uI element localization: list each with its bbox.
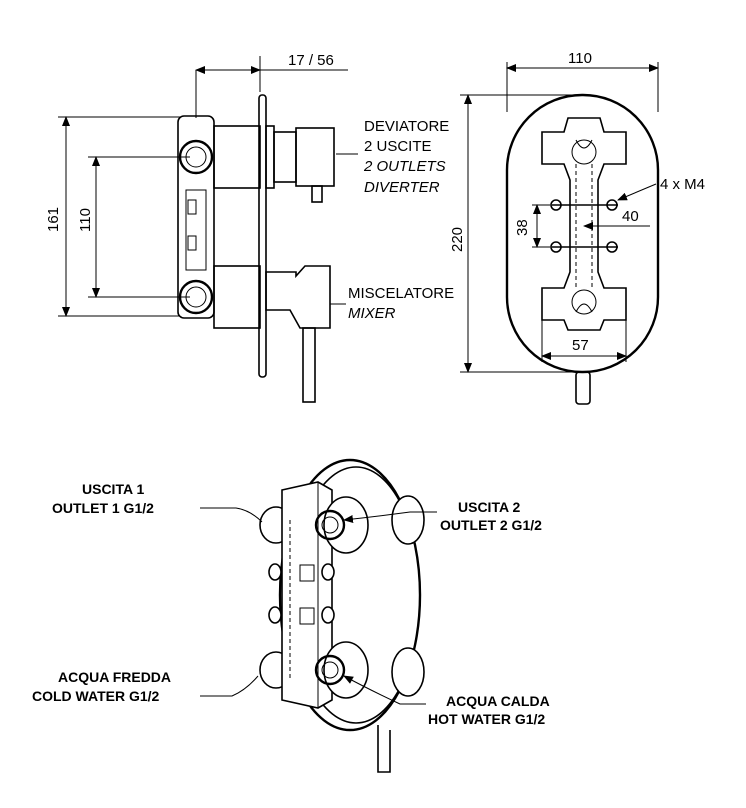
svg-text:ACQUA CALDA: ACQUA CALDA bbox=[446, 693, 550, 709]
svg-text:COLD WATER G1/2: COLD WATER G1/2 bbox=[32, 688, 160, 704]
diverter-label-it-2: 2 USCITE bbox=[364, 138, 432, 155]
svg-text:ACQUA FREDDA: ACQUA FREDDA bbox=[58, 669, 171, 685]
outlet1-label-it: USCITA 1 bbox=[82, 481, 144, 497]
outlet2-label-it: USCITA 2 bbox=[458, 499, 520, 515]
diverter-label-en-2: DIVERTER bbox=[364, 179, 440, 196]
diverter-label-en-1: 2 OUTLETS bbox=[363, 158, 446, 175]
svg-text:USCITA 2: USCITA 2 bbox=[458, 499, 520, 515]
dim-38: 38 bbox=[514, 219, 531, 236]
dim-40: 40 bbox=[622, 208, 639, 225]
svg-text:OUTLET 1 G1/2: OUTLET 1 G1/2 bbox=[52, 500, 154, 516]
svg-text:DIVERTER: DIVERTER bbox=[364, 179, 440, 196]
screw-label: 4 x M4 bbox=[660, 176, 705, 193]
dim-161: 161 bbox=[45, 207, 62, 232]
svg-text:USCITA 1: USCITA 1 bbox=[82, 481, 144, 497]
svg-text:DEVIATORE: DEVIATORE bbox=[364, 118, 449, 135]
dim-17-56: 17 / 56 bbox=[288, 52, 334, 69]
svg-text:2 USCITE: 2 USCITE bbox=[364, 138, 432, 155]
hot-label-en: HOT WATER G1/2 bbox=[428, 711, 545, 727]
iso-view: USCITA 1 OUTLET 1 G1/2 USCITA 2 OUTLET 2… bbox=[32, 458, 550, 773]
hot-label-it: ACQUA CALDA bbox=[446, 693, 550, 709]
cold-label-it: ACQUA FREDDA bbox=[58, 669, 171, 685]
screw-lugs bbox=[550, 199, 618, 253]
svg-text:OUTLET 2 G1/2: OUTLET 2 G1/2 bbox=[440, 517, 542, 533]
outlet2-label-en: OUTLET 2 G1/2 bbox=[440, 517, 542, 533]
svg-text:HOT WATER G1/2: HOT WATER G1/2 bbox=[428, 711, 545, 727]
cold-label-en: COLD WATER G1/2 bbox=[32, 688, 160, 704]
mixer-label-it: MISCELATORE bbox=[348, 285, 454, 302]
side-view: 17 / 56 161 110 DEVIATORE 2 bbox=[45, 52, 454, 403]
dim-110-side: 110 bbox=[77, 208, 94, 232]
outlet1-label-en: OUTLET 1 G1/2 bbox=[52, 500, 154, 516]
front-view: 110 220 38 40 4 bbox=[449, 50, 705, 405]
dim-110-top: 110 bbox=[568, 50, 592, 67]
dim-220: 220 bbox=[449, 227, 466, 252]
dim-57: 57 bbox=[572, 337, 589, 354]
mixer-label-en: MIXER bbox=[348, 305, 396, 322]
svg-text:2 OUTLETS: 2 OUTLETS bbox=[363, 158, 446, 175]
diverter-label-it-1: DEVIATORE bbox=[364, 118, 449, 135]
